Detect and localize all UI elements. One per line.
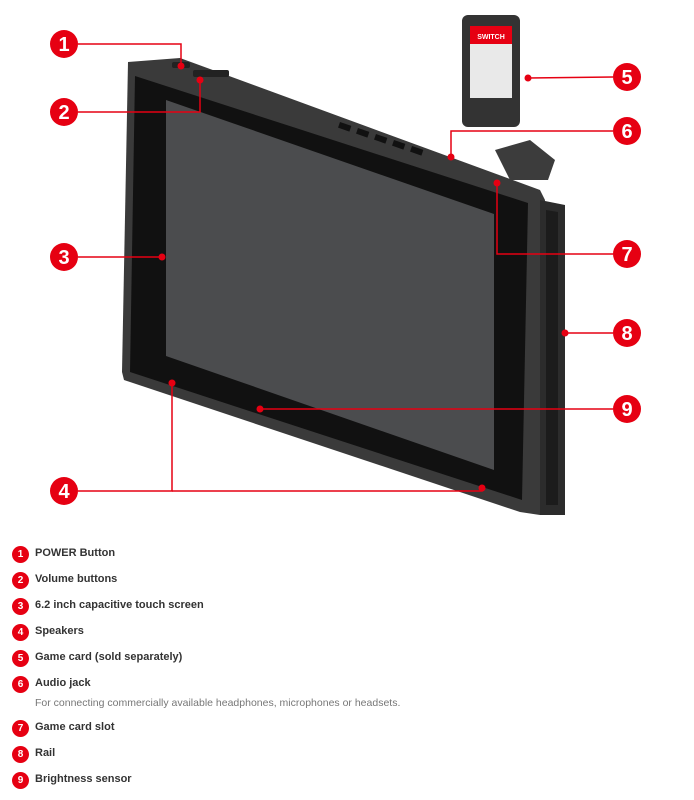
number-badge: 3 <box>12 598 29 615</box>
legend-item: 3 6.2 inch capacitive touch screen <box>12 597 692 623</box>
callout-2: 2 <box>50 98 78 126</box>
leader-dots <box>158 62 569 492</box>
callout-badges: 1 2 3 4 5 6 7 8 9 <box>50 30 641 505</box>
card-slot-cover <box>495 140 555 180</box>
callout-9: 9 <box>613 395 641 423</box>
callout-1: 1 <box>50 30 78 58</box>
legend-item: 5 Game card (sold separately) <box>12 649 692 675</box>
svg-text:1: 1 <box>58 34 69 56</box>
svg-text:5: 5 <box>621 67 632 89</box>
legend-item: 2 Volume buttons <box>12 571 692 597</box>
legend-label: POWER Button <box>35 547 116 559</box>
legend-item: 1 POWER Button <box>12 545 692 571</box>
callout-8: 8 <box>613 319 641 347</box>
vents <box>338 122 424 156</box>
game-card: SWITCH <box>462 15 520 127</box>
callout-4: 4 <box>50 477 78 505</box>
svg-text:7: 7 <box>621 244 632 266</box>
legend-label: Speakers <box>35 625 84 637</box>
touch-screen <box>166 100 494 470</box>
number-badge: 7 <box>12 720 29 737</box>
console-body <box>122 58 565 515</box>
legend-label: Game card slot <box>35 721 115 733</box>
legend-item: 7 Game card slot <box>12 719 692 745</box>
callout-6: 6 <box>613 117 641 145</box>
number-badge: 1 <box>12 546 29 563</box>
svg-text:9: 9 <box>621 399 632 421</box>
svg-text:6: 6 <box>621 121 632 143</box>
number-badge: 4 <box>12 624 29 641</box>
callout-3: 3 <box>50 243 78 271</box>
legend-list: 1 POWER Button 2 Volume buttons 3 6.2 inch … <box>12 545 692 797</box>
legend-label: Rail <box>35 747 56 759</box>
svg-text:2: 2 <box>58 102 69 124</box>
svg-text:4: 4 <box>58 481 70 503</box>
legend-item: 8 Rail <box>12 745 692 771</box>
legend-item: 9 Brightness sensor <box>12 771 692 797</box>
legend-item: 4 Speakers <box>12 623 692 649</box>
legend-description: For connecting commercially available he… <box>35 697 401 709</box>
callout-5: 5 <box>613 63 641 91</box>
svg-text:8: 8 <box>621 323 632 345</box>
legend-label: Audio jack <box>35 677 91 689</box>
number-badge: 8 <box>12 746 29 763</box>
legend-label: Game card (sold separately) <box>35 651 183 663</box>
number-badge: 6 <box>12 676 29 693</box>
callout-7: 7 <box>613 240 641 268</box>
volume-buttons <box>193 70 229 77</box>
number-badge: 2 <box>12 572 29 589</box>
number-badge: 5 <box>12 650 29 667</box>
svg-text:3: 3 <box>58 247 69 269</box>
legend-label: Volume buttons <box>35 573 118 585</box>
number-badge: 9 <box>12 772 29 789</box>
console-illustration: SWITCH 1 2 3 4 5 6 7 8 9 <box>50 15 641 515</box>
svg-text:SWITCH: SWITCH <box>477 34 505 41</box>
legend-label: 6.2 inch capacitive touch screen <box>35 599 204 611</box>
legend-label: Brightness sensor <box>35 773 132 785</box>
